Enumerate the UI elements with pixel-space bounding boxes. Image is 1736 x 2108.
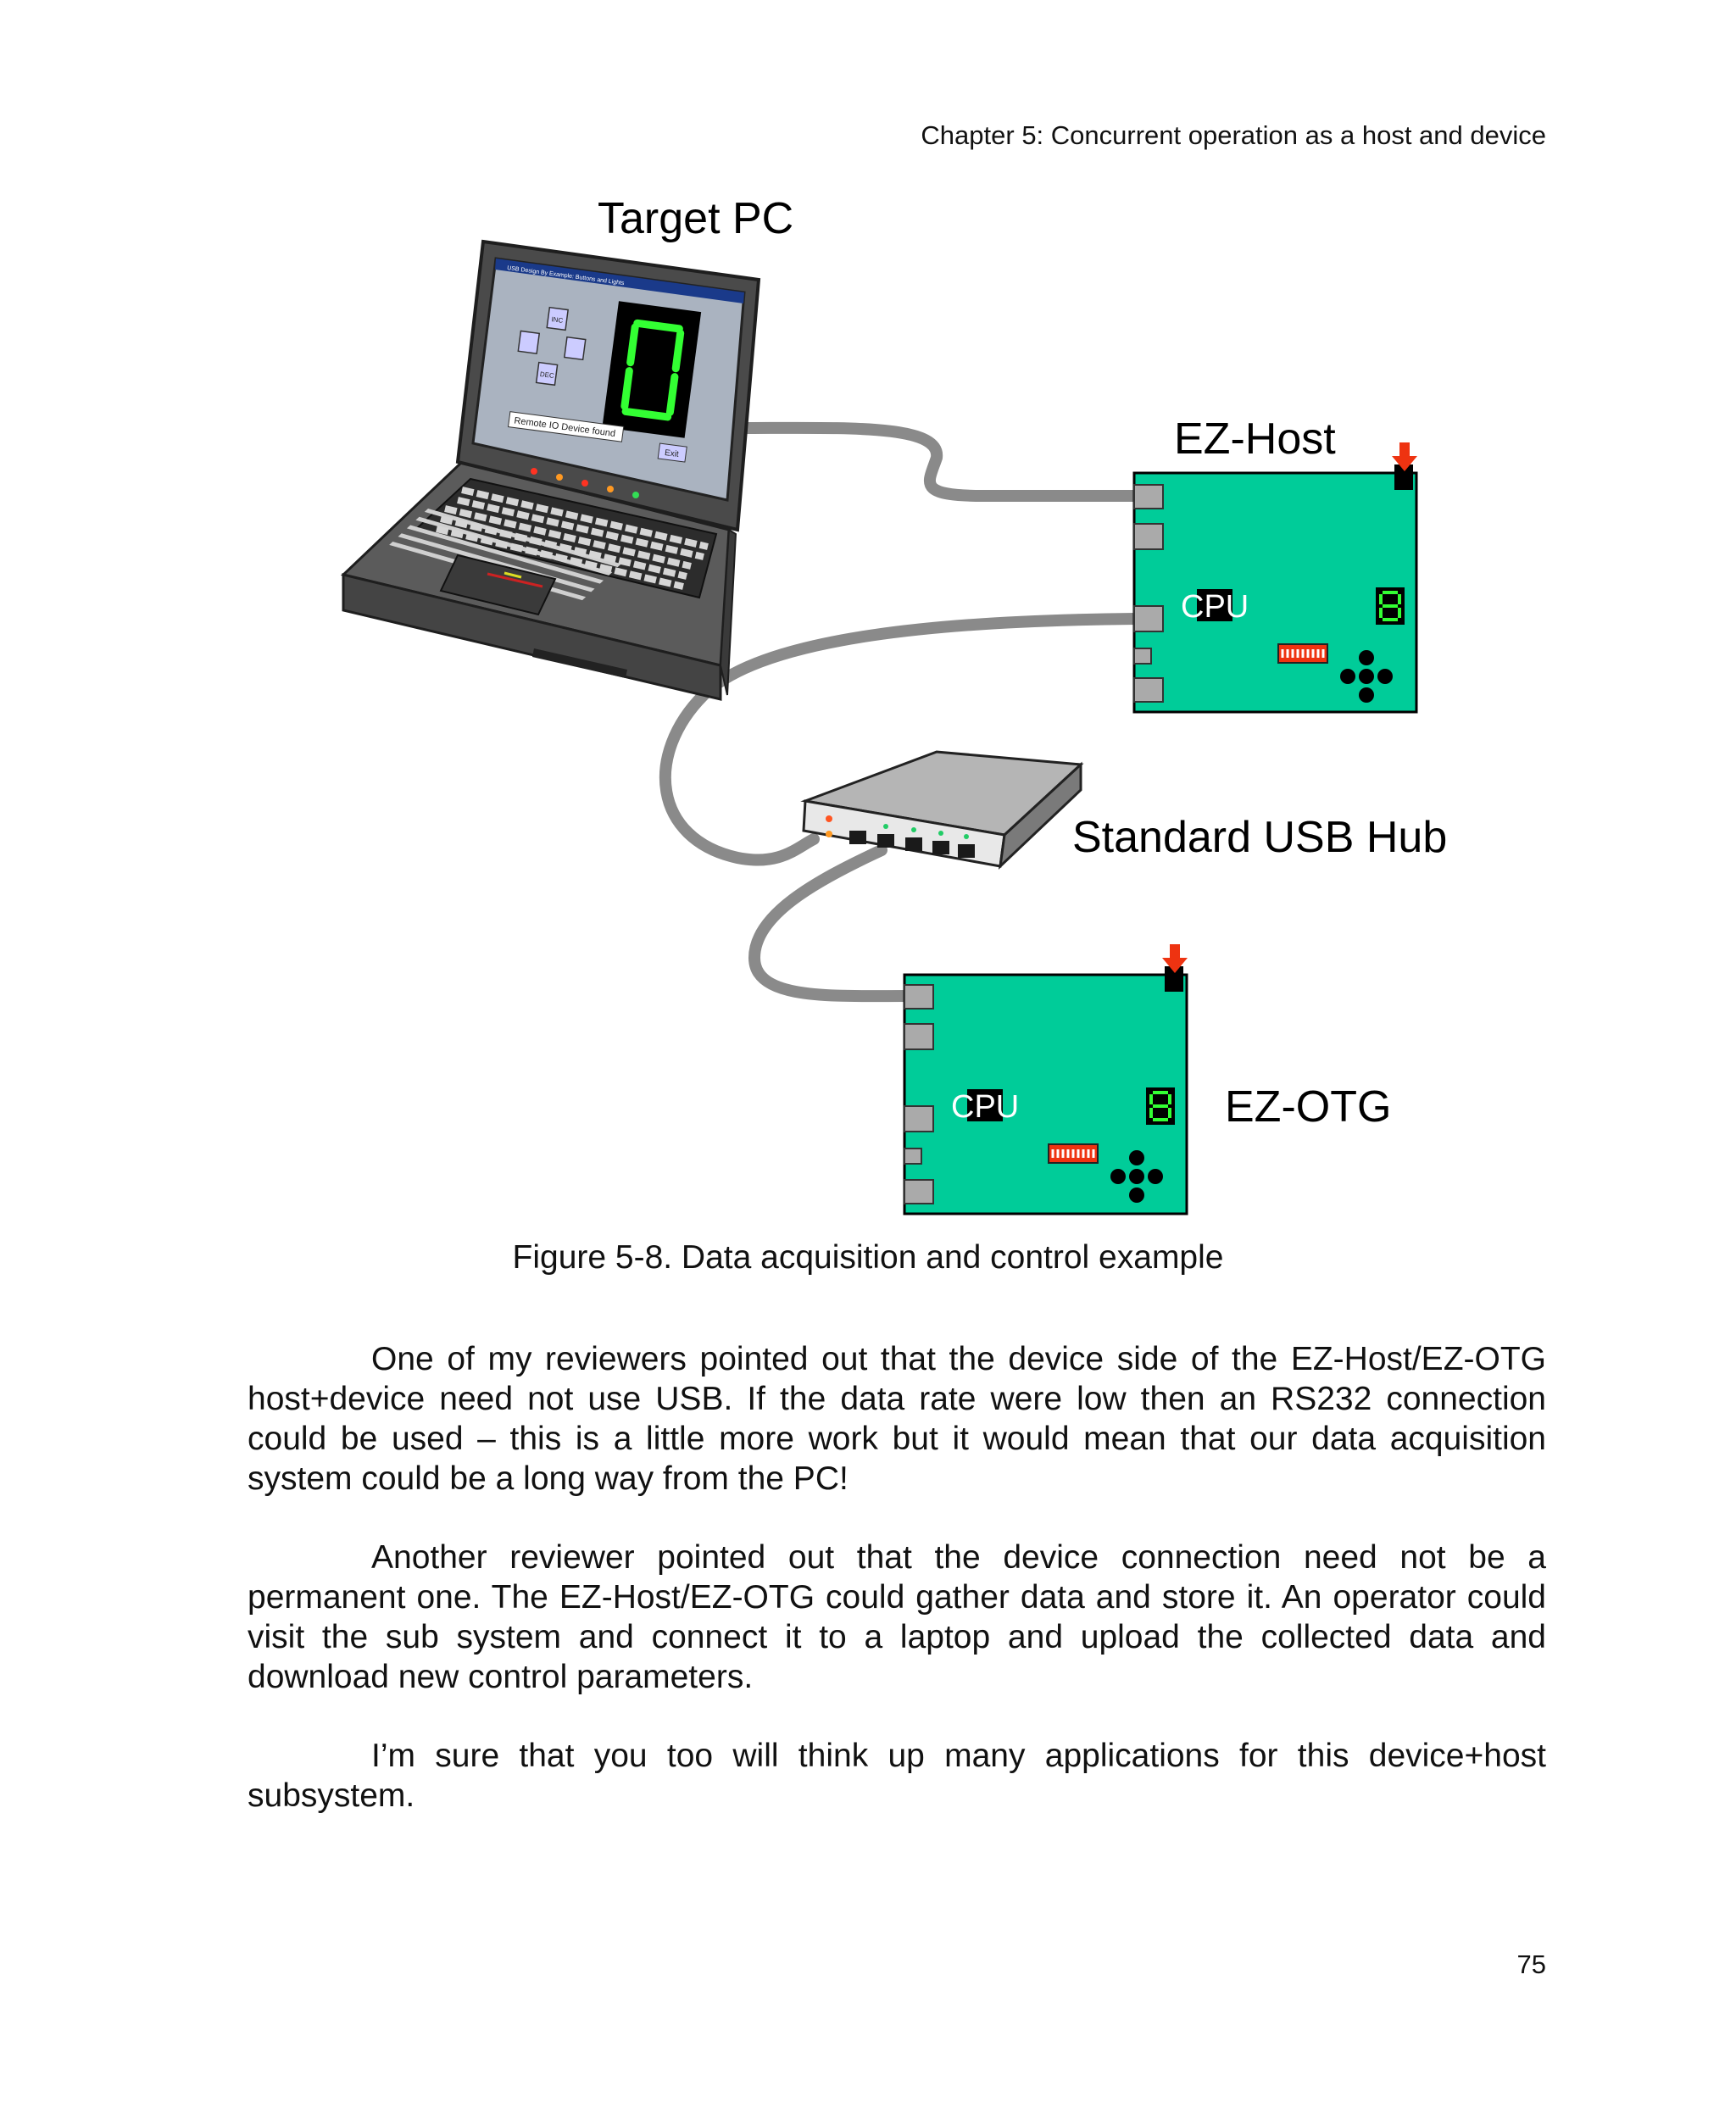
hub-side: [998, 761, 1082, 870]
system-diagram: USB Design By Example: Buttons and Light…: [340, 194, 1447, 1215]
ez-host-board: CPU: [1132, 442, 1418, 714]
cable-hub-to-ezotg: [748, 844, 913, 1003]
laptop-base-side: [719, 528, 737, 696]
ez-host-seven-segment: [1376, 587, 1405, 625]
dec-button-label: DEC: [539, 370, 554, 380]
usb-cables: [659, 421, 1142, 1003]
right-button: [563, 336, 587, 361]
laptop-drive-slot: [532, 648, 627, 678]
laptop-touchpad: [439, 553, 557, 616]
ez-host-reset-arrow: [1392, 442, 1417, 490]
ez-host-cpu-label: CPU: [1181, 589, 1249, 625]
label-usb-hub: Standard USB Hub: [1072, 813, 1447, 862]
ez-otg-cpu-label: CPU: [951, 1089, 1019, 1125]
ez-otg-seven-segment: [1146, 1087, 1175, 1125]
inc-button-label: INC: [551, 315, 564, 325]
ez-otg-cpu-chip: [967, 1089, 1003, 1121]
label-ez-otg: EZ-OTG: [1225, 1082, 1391, 1132]
body-paragraph-3: I’m sure that you too will think up many…: [248, 1738, 1546, 1814]
laptop: USB Design By Example: Buttons and Light…: [340, 239, 761, 701]
laptop-status-leds: [531, 468, 639, 498]
figure-caption: Figure 5-8. Data acquisition and control…: [512, 1239, 1224, 1276]
ez-host-ports: [1133, 484, 1164, 703]
page-number: 75: [1516, 1949, 1546, 1979]
ez-otg-ports: [904, 984, 934, 1204]
exit-button: [657, 442, 687, 463]
laptop-base-front: [342, 573, 722, 701]
ez-host-dpad: [1340, 650, 1393, 703]
label-ez-host: EZ-Host: [1174, 414, 1336, 464]
usb-hub: [800, 750, 1084, 870]
cable-laptop-to-ezhost: [732, 421, 1142, 502]
hub-ports: [849, 831, 975, 858]
ez-host-dip-switch: [1277, 643, 1328, 664]
status-message-box: [507, 411, 625, 442]
screen-titlebar: [495, 259, 744, 303]
ez-otg-dpad: [1110, 1150, 1163, 1203]
laptop-screen: USB Design By Example: Buttons and Light…: [471, 257, 746, 502]
ez-host-cpu-chip: [1197, 589, 1232, 621]
ez-otg-dip-switch: [1048, 1143, 1099, 1164]
cable-ezhost-to-hub: [659, 613, 1142, 866]
inc-button: [546, 306, 569, 331]
body-paragraph-2: Another reviewer pointed out that the de…: [248, 1539, 1546, 1695]
left-button: [517, 330, 541, 354]
exit-button-label: Exit: [664, 448, 679, 459]
ez-otg-reset-arrow: [1162, 944, 1188, 992]
body-paragraph-1: One of my reviewers pointed out that the…: [248, 1341, 1546, 1497]
hub-leds: [826, 815, 969, 839]
running-header: Chapter 5: Concurrent operation as a hos…: [921, 120, 1546, 150]
dec-button: [535, 361, 559, 387]
label-target-pc: Target PC: [598, 194, 793, 243]
ez-otg-board: CPU: [903, 944, 1188, 1215]
digit-zero: [620, 319, 685, 421]
